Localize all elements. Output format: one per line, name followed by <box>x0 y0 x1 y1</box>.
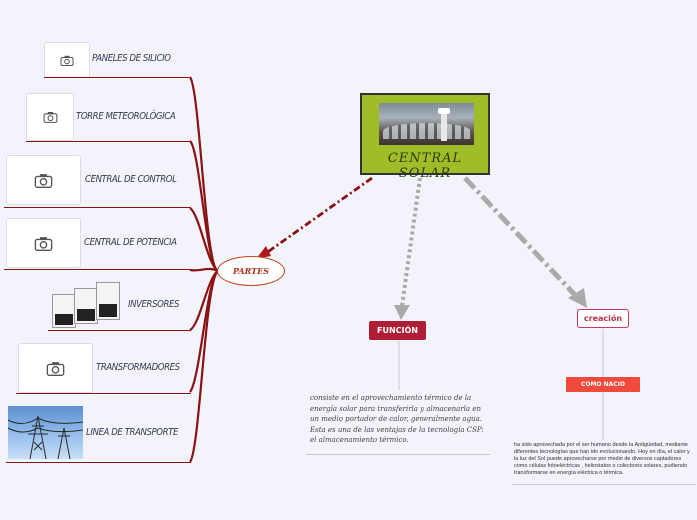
arrow-head-creacion <box>568 288 587 308</box>
arrow-to-partes <box>261 176 373 258</box>
item-label-potencia: CENTRAL DE POTENCIA <box>84 237 177 248</box>
partes-node[interactable]: PARTES <box>217 256 285 286</box>
inverter-unit <box>52 294 76 328</box>
item-line-paneles <box>44 77 191 78</box>
central-solar-node[interactable]: CENTRAL SOLAR <box>360 93 490 181</box>
central-title: CENTRAL SOLAR <box>387 151 463 181</box>
camera-icon <box>34 236 53 251</box>
inversores-image[interactable] <box>50 282 126 328</box>
arrow-to-creacion <box>463 176 578 298</box>
item-label-paneles: PANELES DE SILICIO <box>92 53 171 64</box>
partes-branches <box>189 76 219 463</box>
torre-thumb[interactable] <box>26 93 74 141</box>
como-nacio-node[interactable]: COMO NACIO <box>566 377 640 392</box>
power-tower-icon <box>8 415 83 459</box>
heliostat-field <box>383 123 471 139</box>
solar-tower <box>438 108 450 141</box>
inverter-unit <box>74 288 98 324</box>
control-thumb[interactable] <box>6 155 81 205</box>
transformadores-thumb[interactable] <box>18 343 93 393</box>
item-line-control <box>4 207 191 208</box>
item-line-linea <box>6 462 191 463</box>
camera-icon <box>43 111 57 123</box>
funcion-node[interactable]: FUNCIÓN <box>369 321 426 340</box>
creacion-underline <box>512 484 696 485</box>
camera-icon <box>60 55 74 66</box>
item-label-transformadores: TRANSFORMADORES <box>96 362 180 373</box>
item-line-inversores <box>48 330 191 331</box>
item-label-linea: LINEA DE TRANSPORTE <box>86 427 178 438</box>
item-line-torre <box>26 141 191 142</box>
camera-icon <box>46 361 65 376</box>
arrow-to-funcion <box>400 177 422 307</box>
item-line-potencia <box>4 269 191 270</box>
funcion-description: consiste en el aprovechamiento térmico d… <box>310 394 484 444</box>
item-label-inversores: INVERSORES <box>128 299 180 310</box>
item-label-torre: TORRE METEOROLÓGICA <box>76 111 176 122</box>
arrow-head-funcion <box>394 305 410 320</box>
potencia-thumb[interactable] <box>6 218 81 268</box>
item-line-transformadores <box>16 393 191 394</box>
funcion-underline <box>306 454 490 455</box>
inverter-unit <box>96 282 120 320</box>
paneles-thumb[interactable] <box>44 42 90 78</box>
linea-transporte-image[interactable] <box>8 406 83 459</box>
creacion-node[interactable]: creación <box>577 309 629 328</box>
camera-icon <box>34 173 53 188</box>
item-label-control: CENTRAL DE CONTROL <box>85 174 177 185</box>
creacion-description: ha sido aprovechada por el ser humano de… <box>514 442 690 476</box>
solar-plant-image <box>379 103 474 145</box>
